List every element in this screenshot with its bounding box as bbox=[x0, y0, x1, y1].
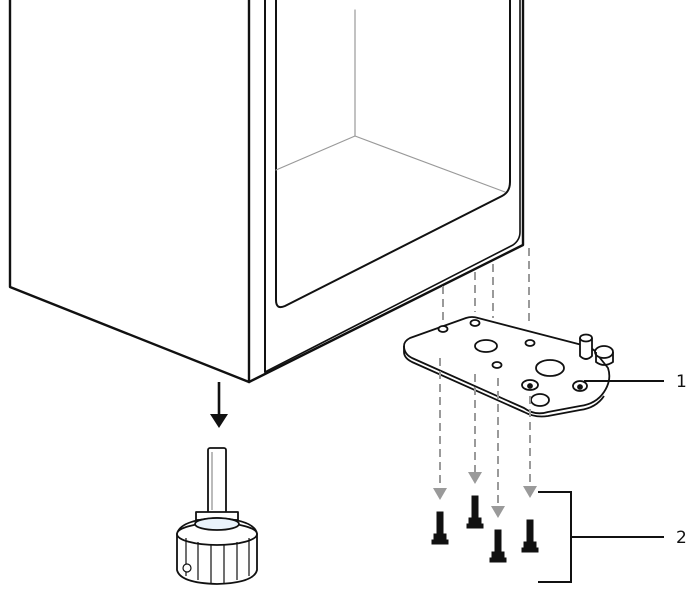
screws bbox=[431, 495, 539, 563]
bracket-boss bbox=[530, 393, 550, 407]
guide-arrow-icon bbox=[523, 486, 537, 498]
lower-guide-lines bbox=[439, 358, 531, 508]
cabinet-inner-floor-side bbox=[354, 135, 506, 193]
hinge-bracket bbox=[403, 316, 614, 418]
bracket-hole bbox=[469, 319, 481, 327]
guide-arrow-icon bbox=[468, 472, 482, 484]
screw-icon bbox=[466, 495, 484, 529]
screw-icon bbox=[489, 529, 507, 563]
cabinet-side-panel bbox=[8, 0, 251, 384]
cabinet bbox=[8, 0, 525, 384]
bracket-plate bbox=[403, 316, 611, 415]
callout-1-label: 1 bbox=[676, 372, 687, 392]
bracket-hole bbox=[491, 361, 503, 369]
down-arrow-icon bbox=[210, 414, 228, 428]
cabinet-inner-floor-back bbox=[275, 135, 356, 171]
bracket-plate-edge bbox=[403, 346, 605, 418]
bracket-hole bbox=[437, 325, 449, 333]
screw-icon bbox=[521, 519, 539, 553]
bracket-large-hole bbox=[474, 339, 498, 353]
callout-2-label: 2 bbox=[676, 528, 687, 548]
guide-arrowheads bbox=[433, 472, 537, 518]
callout-2 bbox=[538, 491, 664, 583]
hinge-pin bbox=[579, 338, 593, 360]
guide-arrow-icon bbox=[433, 488, 447, 500]
foot-shaft bbox=[207, 447, 227, 515]
upper-guide-lines bbox=[442, 248, 530, 324]
cabinet-door-opening bbox=[275, 0, 511, 309]
cabinet-frame-bottom bbox=[264, 0, 521, 373]
guide-arrow-icon bbox=[491, 506, 505, 518]
cabinet-front-frame bbox=[247, 0, 525, 384]
leveling-foot-group bbox=[176, 382, 258, 585]
leveling-foot-icon bbox=[176, 447, 258, 585]
bracket-hole bbox=[524, 339, 536, 347]
hinge-bushing bbox=[594, 345, 614, 359]
bracket-large-hole bbox=[535, 359, 565, 377]
callout-1: 1 bbox=[584, 372, 687, 392]
screw-icon bbox=[431, 511, 449, 545]
callout-2-bracket bbox=[538, 491, 572, 583]
